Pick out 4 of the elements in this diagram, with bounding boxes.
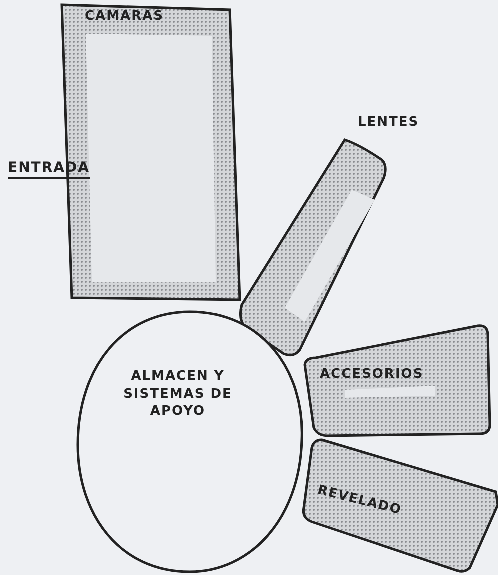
room-name: CAMARAS xyxy=(85,8,166,26)
room-name: LENTES xyxy=(358,114,420,132)
room-name: ALMACEN Y SISTEMAS DE APOYO xyxy=(122,368,234,421)
room-name: ACCESORIOS xyxy=(320,366,425,384)
